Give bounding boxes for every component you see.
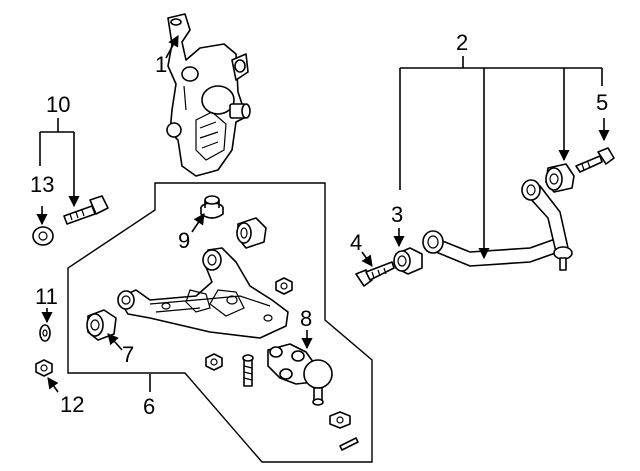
upper-arm-bolt-rear <box>575 147 615 173</box>
callout-1: 1 <box>155 52 167 77</box>
nut <box>35 359 53 377</box>
stud-nut <box>205 353 223 371</box>
lower-arm-nut-right <box>275 277 293 295</box>
cam-washer <box>32 226 54 246</box>
callout-11: 11 <box>35 284 58 309</box>
callout-12: 12 <box>60 392 84 417</box>
callout-6: 6 <box>143 394 155 419</box>
leader-lines <box>36 35 610 393</box>
callout-9: 9 <box>178 228 190 253</box>
callout-3: 3 <box>391 202 403 227</box>
bump-stop <box>200 195 224 219</box>
lower-arm-bolt <box>63 195 109 225</box>
callout-10: 10 <box>46 92 70 117</box>
ball-joint-nut <box>329 411 351 429</box>
lower-arm-bushing <box>86 309 117 341</box>
cotter-pin <box>339 437 359 451</box>
steering-knuckle <box>166 13 251 177</box>
lower-control-arm <box>117 247 289 339</box>
callout-5: 5 <box>596 90 608 115</box>
lower-arm-group-frame <box>67 182 373 463</box>
upper-control-arm <box>422 179 573 271</box>
ball-joint <box>267 343 333 406</box>
callout-8: 8 <box>300 306 312 331</box>
upper-arm-bushing-rear <box>545 163 575 193</box>
callout-7: 7 <box>122 342 134 367</box>
lower-arm-bushing-upper <box>236 217 267 249</box>
washer <box>39 324 51 342</box>
callout-4: 4 <box>350 230 362 255</box>
callout-labels: 1 2 3 4 5 6 7 8 9 10 11 12 13 <box>30 30 608 419</box>
callout-13: 13 <box>30 172 54 197</box>
upper-arm-bolt-front <box>355 261 395 287</box>
callout-2: 2 <box>456 30 468 55</box>
stud-bolt <box>242 354 254 387</box>
upper-arm-bushing-front <box>393 247 423 275</box>
